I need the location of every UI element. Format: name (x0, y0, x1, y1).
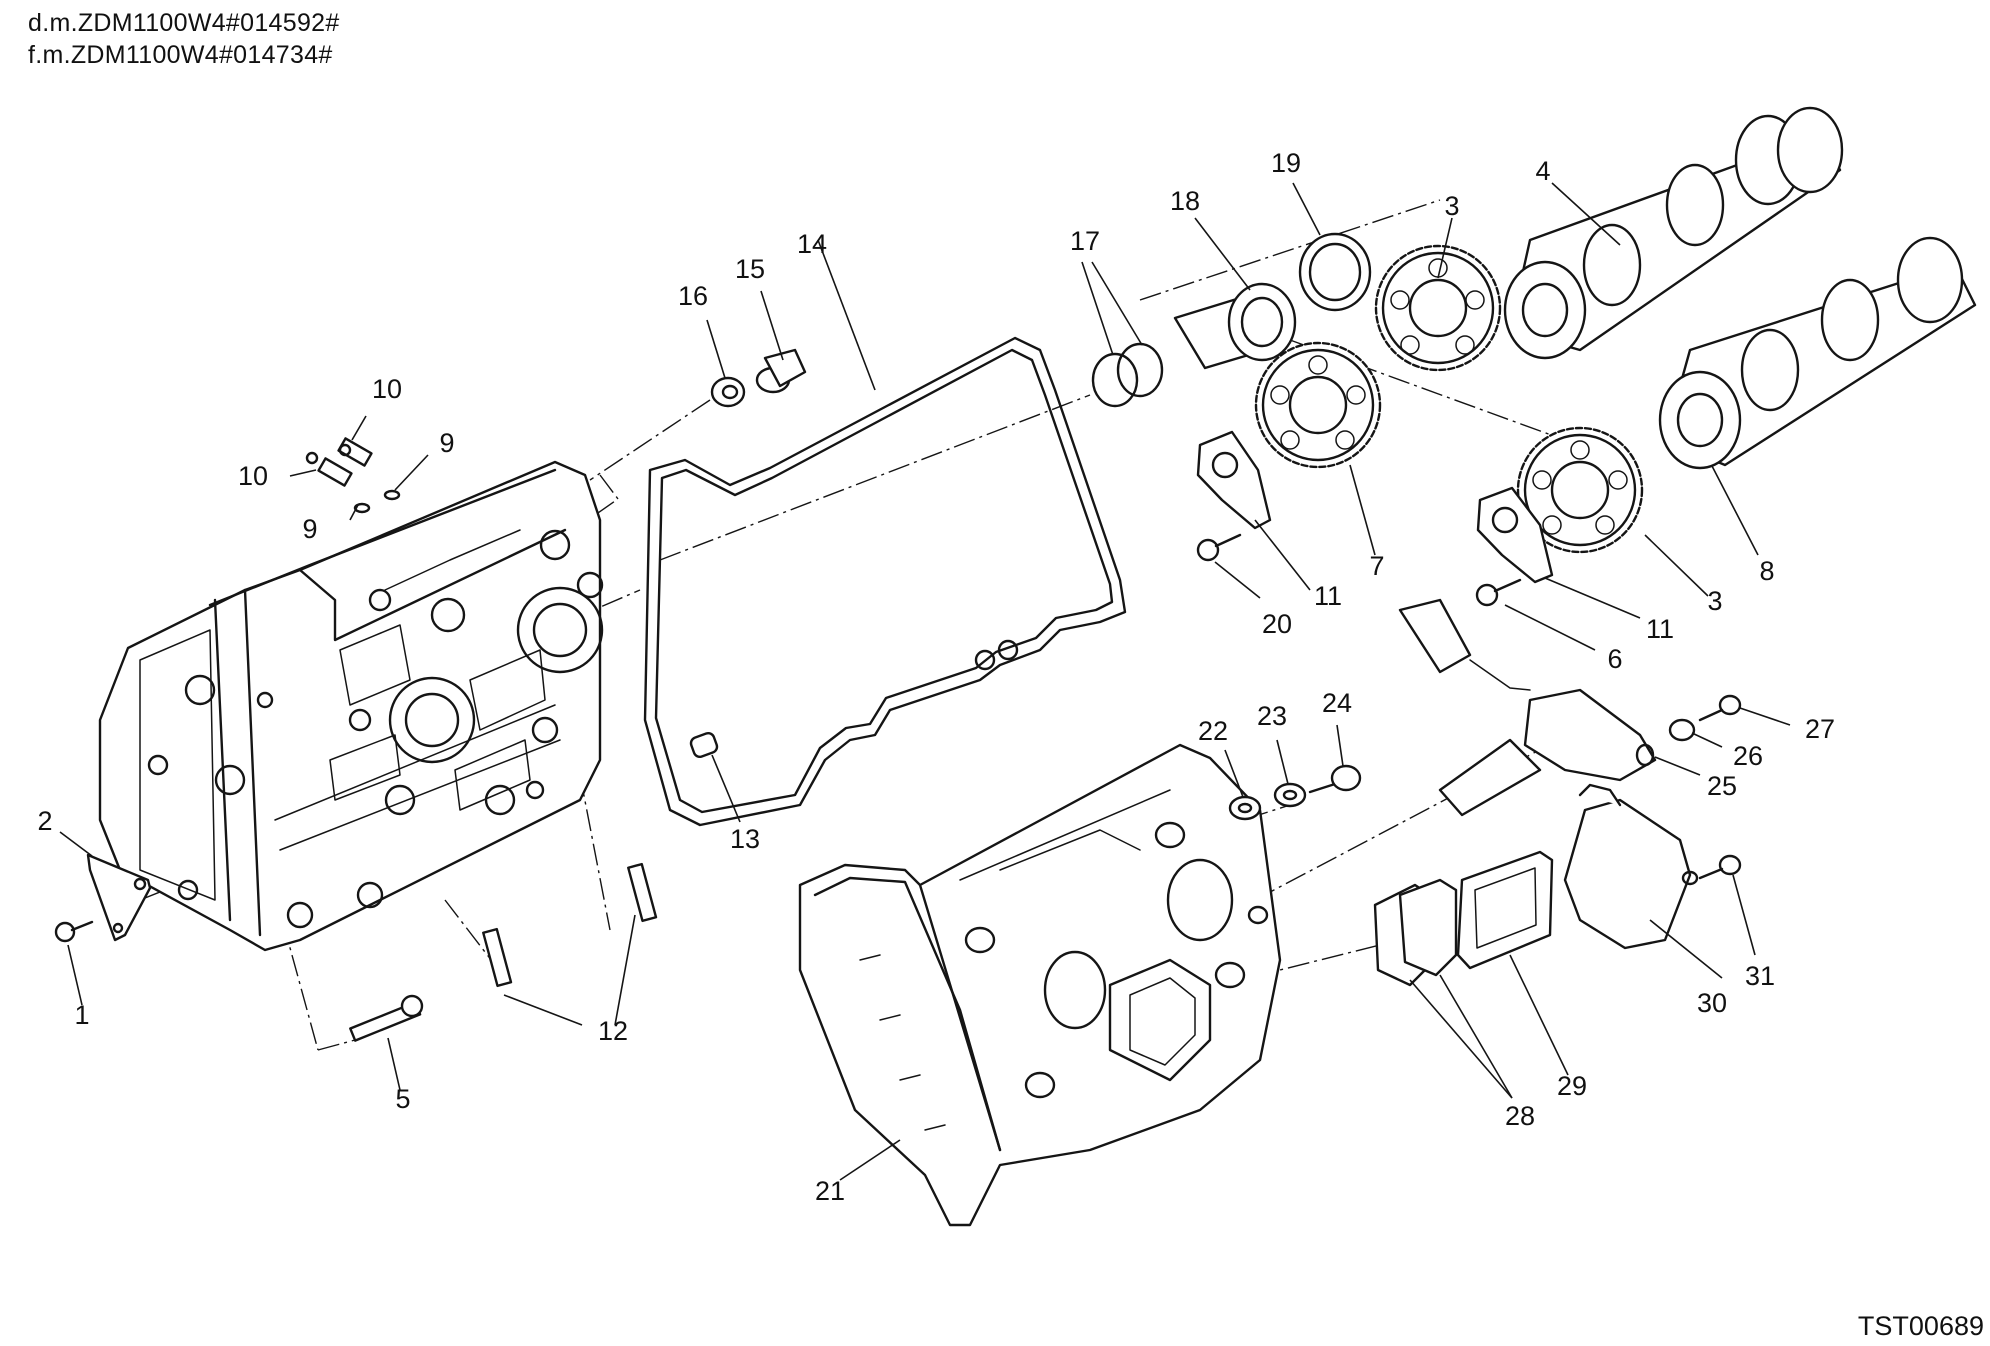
part-26-washer (1668, 718, 1696, 742)
part-11-plate-lower (1476, 486, 1554, 584)
callout-14: 14 (797, 229, 827, 259)
frame-number-start: d.m.ZDM1100W4#014592# (28, 9, 340, 37)
callout-12: 12 (598, 1016, 628, 1046)
part-19-seal-ring (1298, 232, 1372, 312)
part-23-washer (1273, 782, 1307, 808)
callout-11-upper: 11 (1314, 581, 1342, 611)
drawing-code: TST00689 (1857, 1311, 1984, 1341)
part-6-screw (1475, 578, 1522, 607)
part-3-gear-lower (1516, 426, 1644, 554)
part-22-washer (1228, 795, 1262, 821)
callout-2: 2 (37, 806, 52, 836)
callout-11-lower: 11 (1646, 614, 1674, 644)
part-29-gasket (1456, 850, 1554, 970)
callout-25: 25 (1707, 771, 1737, 801)
callout-20: 20 (1262, 609, 1292, 639)
callout-6: 6 (1607, 644, 1622, 674)
callout-13: 13 (730, 824, 760, 854)
part-12-studs (482, 862, 658, 988)
callout-18: 18 (1170, 186, 1200, 216)
part-14-gasket (643, 336, 1127, 827)
part-8-camshaft (1658, 236, 1977, 470)
callout-24: 24 (1322, 688, 1352, 718)
part-20-screw (1196, 533, 1242, 562)
callout-7: 7 (1369, 551, 1384, 581)
part-27-screw (1698, 694, 1742, 722)
callout-22: 22 (1198, 716, 1228, 746)
part-5-bolt (349, 994, 424, 1042)
part-7-gear (1254, 341, 1382, 469)
part-31-screw (1698, 854, 1742, 880)
callout-15: 15 (735, 254, 765, 284)
cylinder-head (98, 460, 604, 952)
callout-5: 5 (395, 1084, 410, 1114)
callout-28: 28 (1505, 1101, 1535, 1131)
callout-31: 31 (1745, 961, 1775, 991)
callout-19: 19 (1271, 148, 1301, 178)
callout-10-top: 10 (372, 374, 402, 404)
callout-4: 4 (1535, 156, 1550, 186)
callout-3-lower: 3 (1707, 586, 1722, 616)
callout-numbers: 1 2 3 3 4 5 6 7 8 9 9 10 10 11 11 12 13 … (37, 148, 1835, 1206)
callout-21: 21 (815, 1176, 845, 1206)
callout-3-upper: 3 (1444, 191, 1459, 221)
callout-16: 16 (678, 281, 708, 311)
part-1-screw (54, 920, 94, 943)
callout-1: 1 (74, 1000, 89, 1030)
callout-8: 8 (1759, 556, 1774, 586)
part-24-bolt (1308, 764, 1362, 794)
part-21-cam-cover (798, 743, 1282, 1227)
callout-29: 29 (1557, 1071, 1587, 1101)
part-2-bracket (86, 853, 152, 942)
part-4-camshaft (1503, 106, 1844, 360)
callout-9-right: 9 (439, 428, 454, 458)
parts-9-10-fittings (305, 437, 401, 514)
part-15-plug (755, 348, 807, 394)
part-11-plate-upper (1196, 430, 1272, 530)
callout-10-left: 10 (238, 461, 268, 491)
part-16-washer (710, 376, 746, 408)
leader-lines (59, 182, 1791, 1181)
part-13-dowel (689, 731, 719, 759)
callout-23: 23 (1257, 701, 1287, 731)
part-17-o-rings (1091, 342, 1164, 408)
part-30-cover (1563, 783, 1699, 950)
frame-number-end: f.m.ZDM1100W4#014734# (28, 41, 333, 69)
part-28-reed-plates (1373, 878, 1458, 987)
callout-26: 26 (1733, 741, 1763, 771)
part-18-sleeve (1173, 282, 1297, 370)
part-3-gear-upper (1374, 244, 1502, 372)
callout-17: 17 (1070, 226, 1100, 256)
callout-27: 27 (1805, 714, 1835, 744)
callout-30: 30 (1697, 988, 1727, 1018)
callout-9-left: 9 (302, 514, 317, 544)
part-25-sensor (1398, 598, 1657, 817)
